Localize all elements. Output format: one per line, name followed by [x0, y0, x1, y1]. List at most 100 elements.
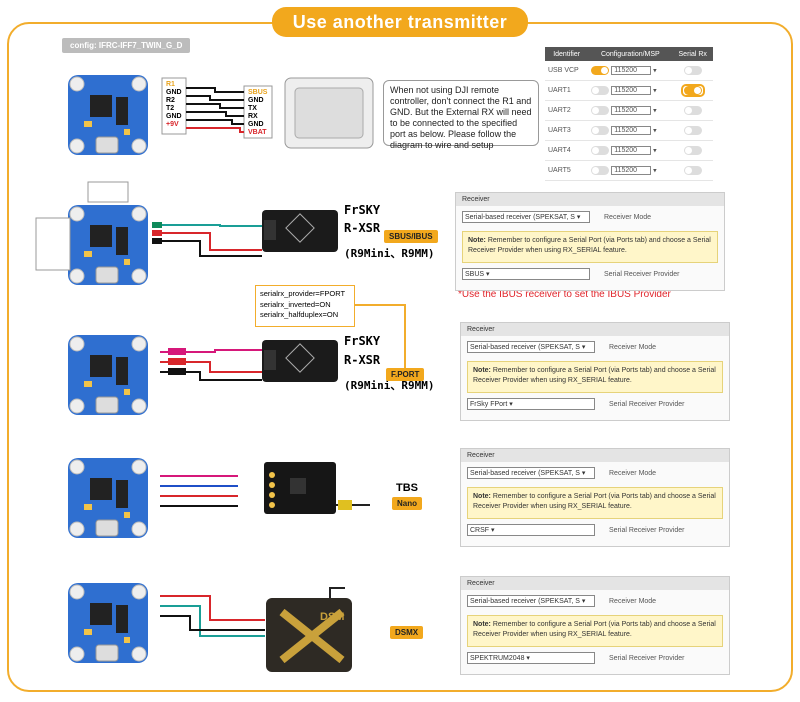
msp-toggle[interactable]	[591, 166, 610, 175]
port-rx-cell	[672, 140, 713, 161]
svg-text:+9V: +9V	[166, 121, 179, 128]
port-msp-cell: 115200 ▾	[588, 140, 673, 161]
cli-commands: serialrx_provider=FPORT serialrx_inverte…	[255, 285, 355, 327]
receiver-mode-label: Receiver Mode	[609, 597, 657, 605]
port-rx-cell	[672, 61, 713, 81]
svg-text:R1: R1	[166, 81, 175, 88]
fc-board-dsmx	[67, 582, 149, 664]
svg-text:SBUS: SBUS	[248, 89, 268, 96]
serial-rx-toggle[interactable]	[683, 86, 702, 95]
serial-provider-label: Serial Receiver Provider	[609, 526, 685, 534]
baud-select[interactable]: 115200	[611, 86, 652, 95]
port-msp-cell: 115200 ▾	[588, 160, 673, 181]
col-config-msp: Configuration/MSP	[588, 47, 673, 61]
dsm-logo: DSM	[320, 611, 344, 623]
dji-note: When not using DJI remote controller, do…	[383, 80, 539, 150]
cli-line: serialrx_provider=FPORT	[260, 289, 346, 298]
config-label: config: IFRC-IFF7_TWIN_G_D	[62, 38, 191, 53]
serial-provider-label: Serial Receiver Provider	[609, 400, 685, 408]
tbs-nano-tag: Nano	[392, 497, 422, 510]
svg-text:GND: GND	[248, 121, 264, 128]
msp-toggle[interactable]	[591, 66, 610, 75]
baud-select[interactable]: 115200	[611, 106, 652, 115]
ports-row: UART3 115200 ▾	[545, 120, 713, 141]
port-identifier: UART2	[545, 100, 589, 121]
receiver-header: Receiver	[461, 577, 729, 590]
frsky-title-2: FrSKY	[344, 334, 381, 348]
ports-row: USB VCP 115200 ▾	[545, 61, 713, 81]
frsky-model-1: R-XSR	[344, 221, 381, 235]
ports-row: UART5 115200 ▾	[545, 160, 713, 181]
serial-provider-select[interactable]: SBUS ▾	[462, 268, 590, 280]
ports-row: UART4 115200 ▾	[545, 140, 713, 161]
port-msp-cell: 115200 ▾	[588, 100, 673, 121]
serial-rx-toggle[interactable]	[683, 166, 702, 175]
serial-provider-select[interactable]: FrSky FPort ▾	[467, 398, 595, 410]
ports-row: UART2 115200 ▾	[545, 100, 713, 121]
dsmx-tag: DSMX	[390, 626, 424, 639]
port-identifier: UART4	[545, 140, 589, 161]
receiver-mode-select[interactable]: Serial-based receiver (SPEKSAT, S ▾	[467, 467, 595, 479]
serial-provider-select[interactable]: CRSF ▾	[467, 524, 595, 536]
banner-title: Use another transmitter	[272, 7, 528, 37]
svg-text:TX: TX	[248, 105, 257, 112]
svg-text:VBAT: VBAT	[248, 129, 267, 136]
sbus-ibus-tag: SBUS/IBUS	[384, 230, 438, 243]
receiver-note: Note: Remember to configure a Serial Por…	[467, 615, 723, 647]
serial-provider-select[interactable]: SPEKTRUM2048 ▾	[467, 652, 595, 664]
baud-select[interactable]: 115200	[611, 166, 652, 175]
port-rx-cell	[672, 160, 713, 181]
ports-table: Identifier Configuration/MSP Serial Rx U…	[545, 47, 713, 181]
dsm-receiver	[266, 587, 352, 672]
frsky-receiver-fport	[261, 339, 339, 383]
port-msp-cell: 115200 ▾	[588, 120, 673, 141]
flight-controller-board	[67, 74, 149, 156]
port-msp-cell: 115200 ▾	[588, 80, 673, 101]
receiver-header: Receiver	[461, 323, 729, 336]
receiver-mode-select[interactable]: Serial-based receiver (SPEKSAT, S ▾	[467, 595, 595, 607]
fc-board-tbs	[67, 457, 149, 539]
serial-rx-toggle[interactable]	[683, 126, 702, 135]
ports-row: UART1 115200 ▾	[545, 80, 713, 101]
port-rx-cell	[672, 120, 713, 141]
baud-select[interactable]: 115200	[611, 146, 652, 155]
receiver-mode-select[interactable]: Serial-based receiver (SPEKSAT, S ▾	[467, 341, 595, 353]
msp-toggle[interactable]	[591, 126, 610, 135]
baud-select[interactable]: 115200	[611, 66, 652, 75]
msp-toggle[interactable]	[591, 86, 610, 95]
receiver-mode-label: Receiver Mode	[609, 343, 657, 351]
receiver-mode-label: Receiver Mode	[604, 213, 652, 221]
serial-rx-toggle[interactable]	[683, 146, 702, 155]
port-identifier: UART1	[545, 80, 589, 101]
frsky-variants-2: (R9Mini、R9MM)	[344, 379, 435, 392]
frsky-receiver-sbus	[261, 209, 339, 253]
port-identifier: USB VCP	[545, 61, 589, 81]
baud-select[interactable]: 115200	[611, 126, 652, 135]
serial-rx-toggle[interactable]	[683, 66, 702, 75]
ibus-note: *Use the IBUS receiver to set the IBUS P…	[458, 289, 671, 300]
frsky-title-1: FrSKY	[344, 203, 381, 217]
port-msp-cell: 115200 ▾	[588, 61, 673, 81]
tbs-receiver	[264, 462, 370, 514]
serial-rx-toggle[interactable]	[683, 106, 702, 115]
receiver-mode-select[interactable]: Serial-based receiver (SPEKSAT, S ▾	[462, 211, 590, 223]
svg-text:GND: GND	[166, 89, 182, 96]
receiver-mode-label: Receiver Mode	[609, 469, 657, 477]
cli-line: serialrx_inverted=ON	[260, 299, 331, 309]
msp-toggle[interactable]	[591, 146, 610, 155]
svg-text:RX: RX	[248, 113, 258, 120]
port-identifier: UART3	[545, 120, 589, 141]
svg-text:T2: T2	[166, 105, 174, 112]
port-rx-cell	[672, 80, 713, 101]
receiver-header: Receiver	[461, 449, 729, 462]
tbs-title: TBS	[396, 482, 418, 494]
fport-tag: F.PORT	[386, 368, 425, 381]
msp-toggle[interactable]	[591, 106, 610, 115]
svg-text:GND: GND	[248, 97, 264, 104]
